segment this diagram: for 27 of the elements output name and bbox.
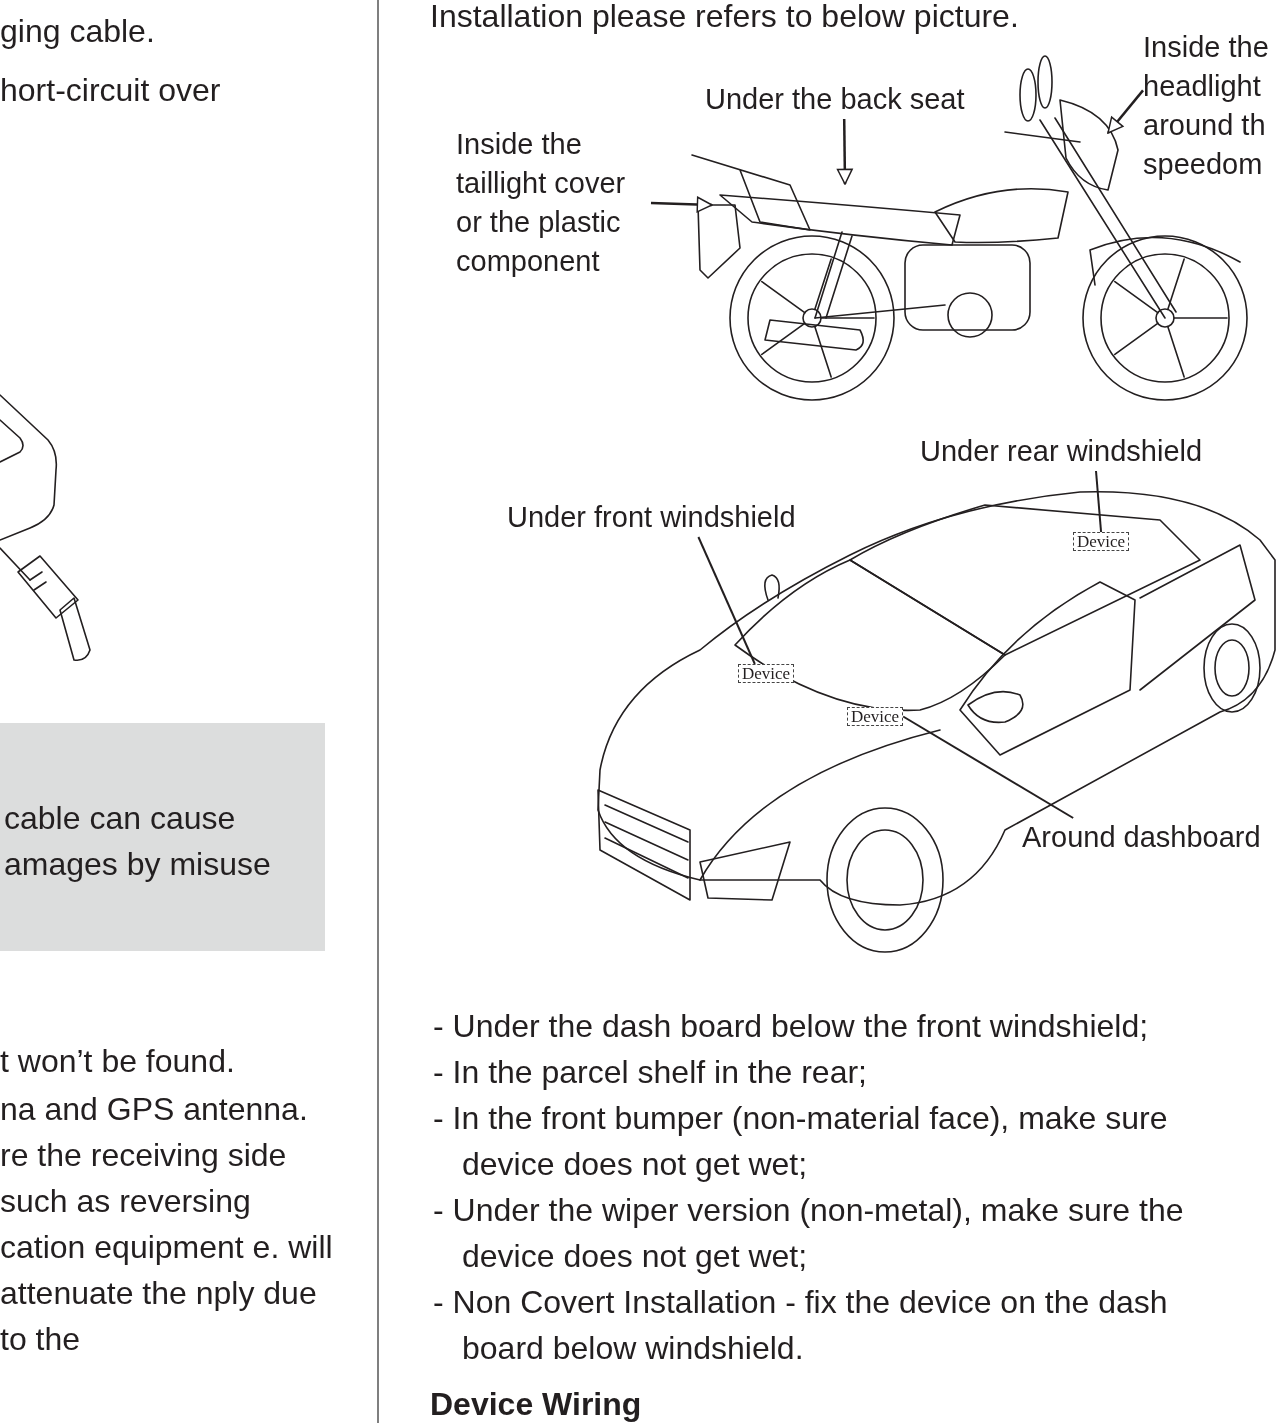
- body-text: ging cable.: [0, 12, 156, 51]
- leader-line: [697, 536, 756, 665]
- device-tag: Device: [847, 707, 904, 726]
- callout-label: Around dashboard: [1022, 818, 1278, 857]
- device-tag: Device: [738, 664, 795, 683]
- section-heading: Device Wiring: [430, 1386, 643, 1422]
- list-item: - In the parcel shelf in the rear;: [433, 1053, 868, 1092]
- list-item: - Non Covert Installation - fix the device on the dash board below windshield.: [433, 1283, 1169, 1368]
- callout-label: Under the back seat: [705, 80, 995, 119]
- leader-line: [1095, 470, 1103, 533]
- body-text: hort-circuit over: [0, 71, 222, 110]
- list-item: - Under the wiper version (non-metal), make sure the device does not get wet;: [433, 1191, 1185, 1276]
- note-panel: cable can cause amages by misuse: [0, 723, 325, 951]
- callout-label: Inside the headlight around th speedom: [1143, 28, 1278, 184]
- arrow: [1107, 89, 1144, 134]
- leader-line: [902, 715, 1075, 819]
- body-text: na and GPS antenna. re the receiving side such as reversing cation equipment e. will attenuate the nply due to the: [0, 1090, 334, 1359]
- callout-label: Inside the taillight cover or the plastic component: [456, 125, 651, 281]
- callout-label: Under rear windshield: [920, 432, 1240, 471]
- arrow: [836, 119, 853, 185]
- callout-label: Under front windshield: [507, 498, 837, 537]
- arrow: [650, 196, 713, 213]
- section-intro: Installation please refers to below picture.: [430, 0, 1020, 34]
- list-item: - Under the dash board below the front windshield;: [433, 1007, 1150, 1046]
- list-item: - In the front bumper (non-material face), make sure device does not get wet;: [433, 1099, 1169, 1184]
- device-tag: Device: [1073, 532, 1130, 551]
- body-text: t won’t be found.: [0, 1042, 236, 1081]
